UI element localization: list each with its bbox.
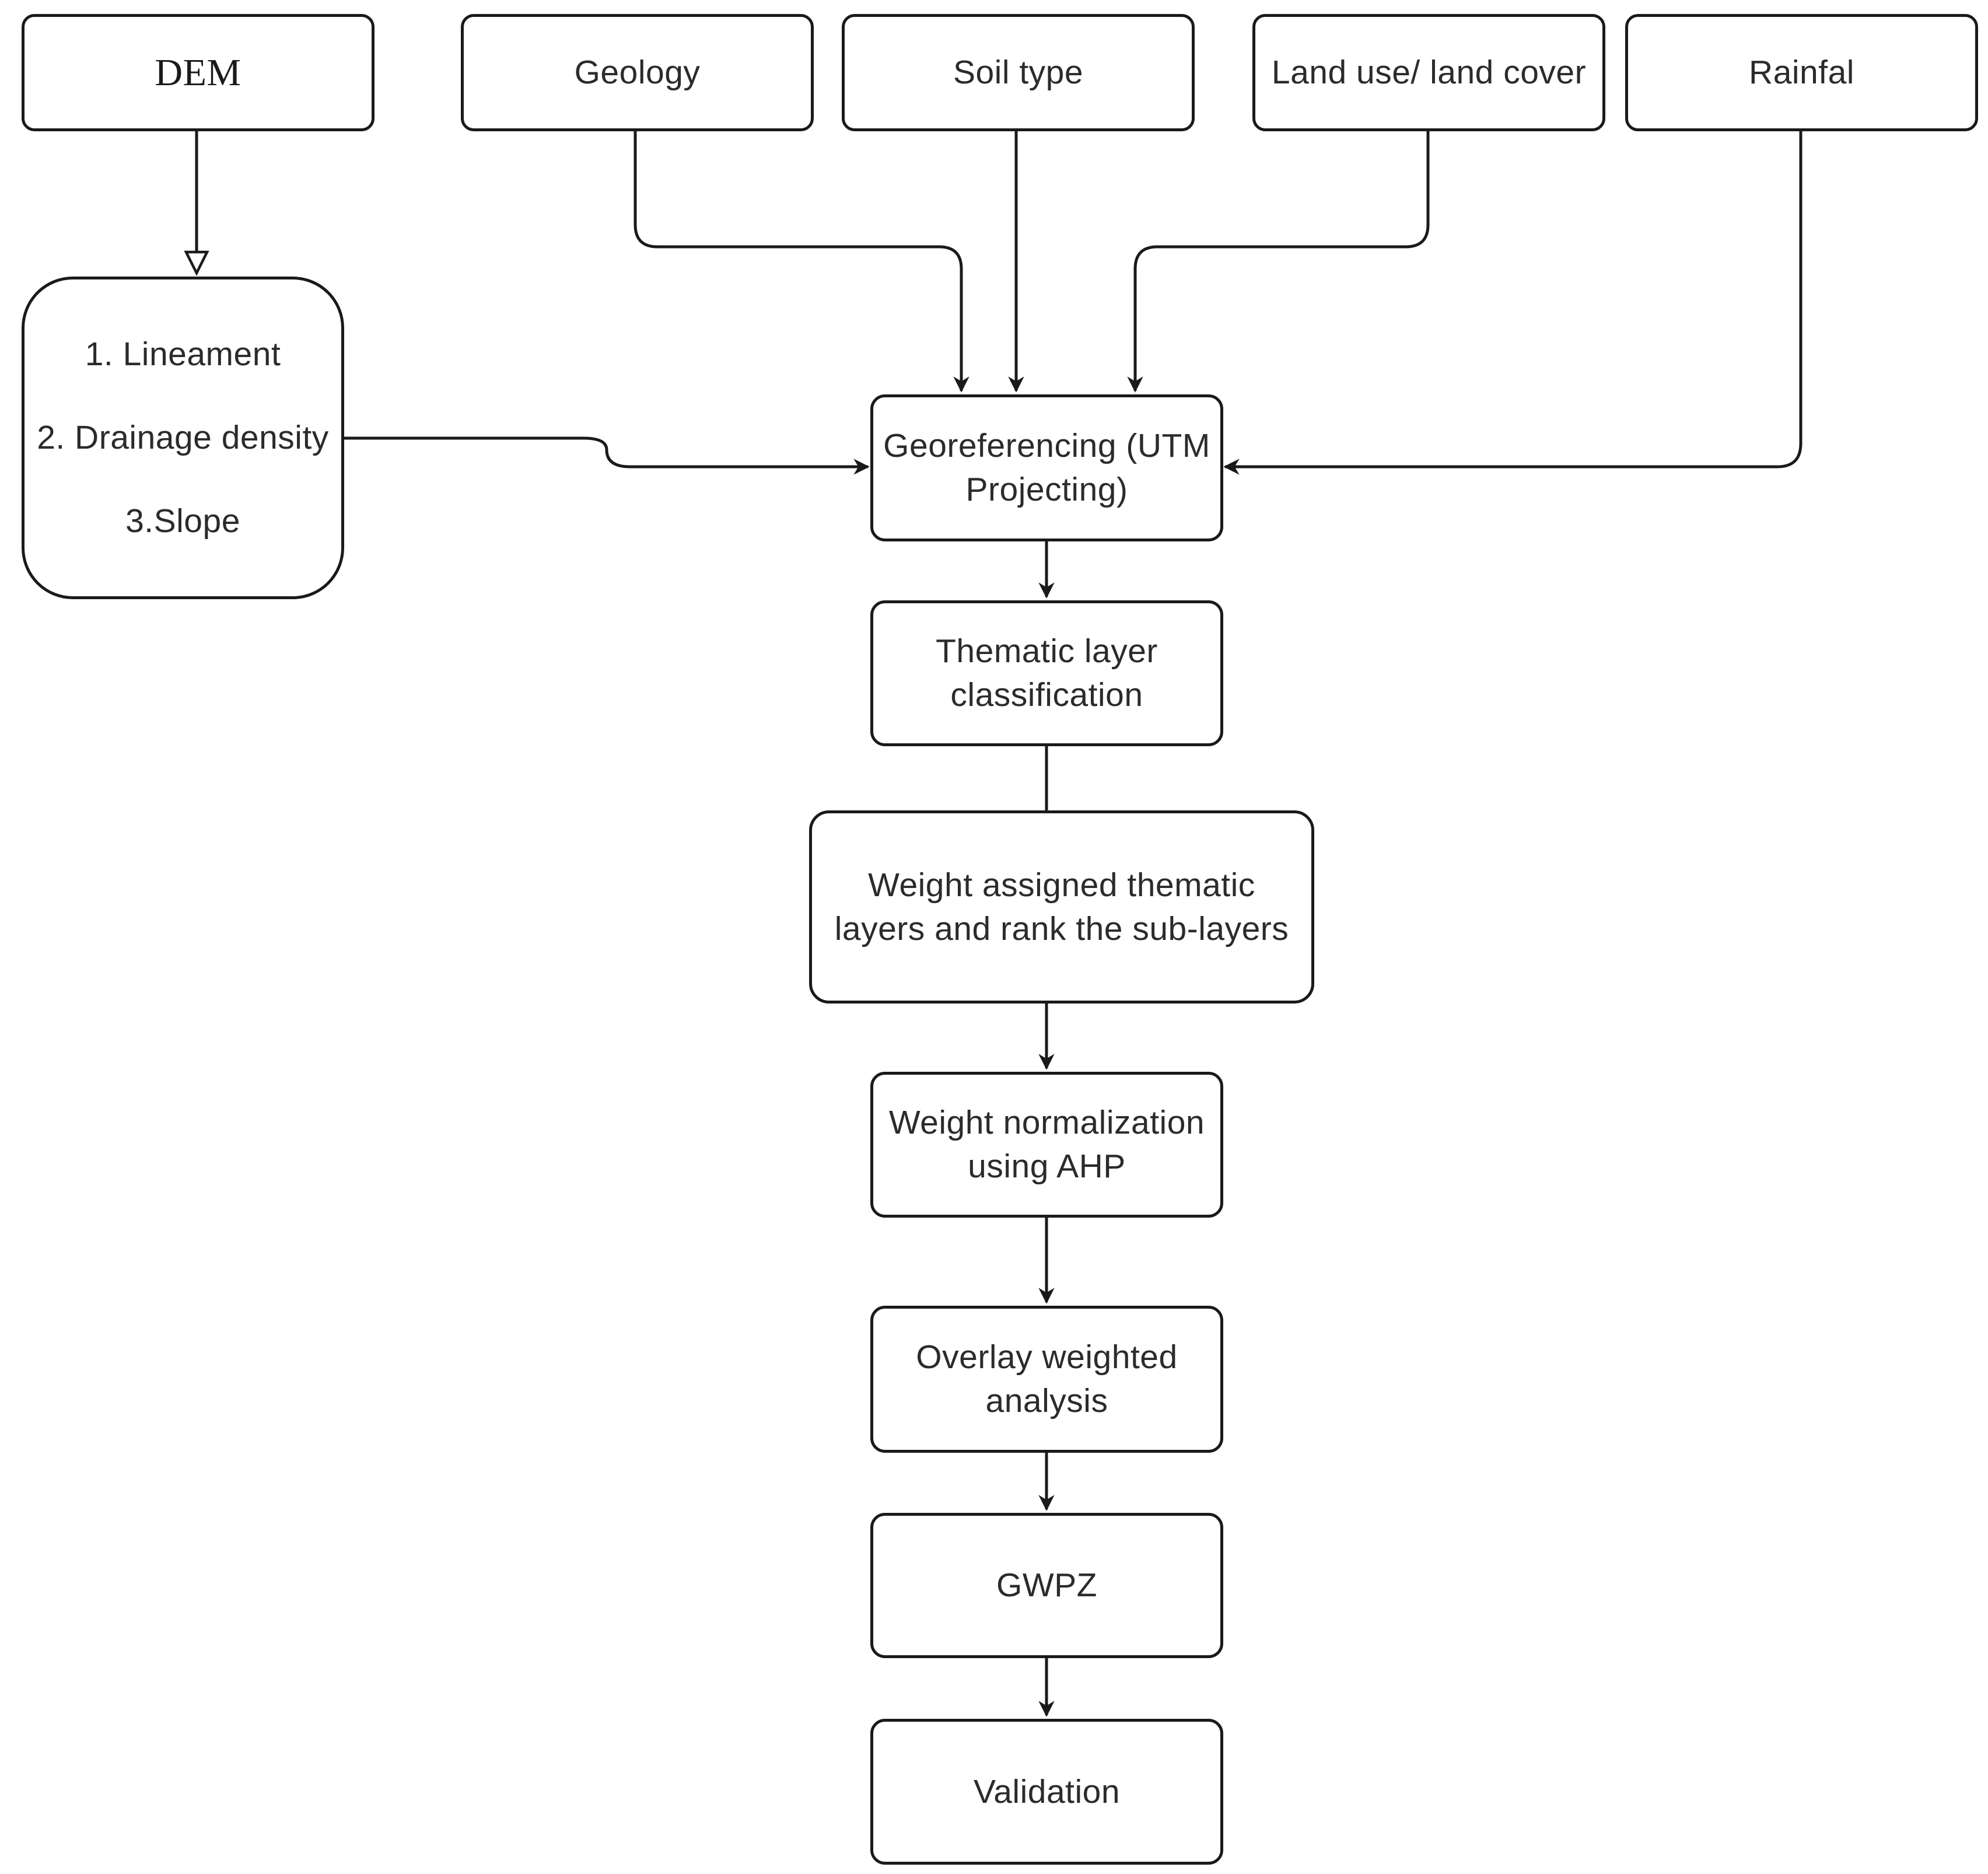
normalization-line-2: using AHP [968, 1148, 1126, 1185]
soil-type-label: Soil type [953, 54, 1084, 91]
weight-line-1: Weight assigned thematic [868, 866, 1255, 904]
geology-label: Geology [574, 54, 701, 91]
georeferencing-line-2: Projecting) [965, 471, 1128, 508]
overlay-analysis-box: Overlay weighted analysis [870, 1306, 1223, 1453]
rainfall-label: Rainfal [1749, 54, 1854, 91]
rainfall-box: Rainfal [1625, 14, 1978, 131]
overlay-line-2: analysis [985, 1382, 1108, 1420]
connector-geology-to-georef [634, 131, 970, 393]
dem-label: DEM [155, 51, 242, 94]
georeferencing-box: Georeferencing (UTM Projecting) [870, 394, 1223, 541]
land-use-box: Land use/ land cover [1252, 14, 1605, 131]
overlay-line-1: Overlay weighted [916, 1338, 1178, 1376]
thematic-classification-box: Thematic layer classification [870, 600, 1223, 746]
drainage-density-item: 2. Drainage density [37, 419, 329, 456]
validation-label: Validation [973, 1772, 1121, 1810]
thematic-line-1: Thematic layer [936, 632, 1158, 670]
validation-box: Validation [870, 1719, 1223, 1865]
weight-assignment-box: Weight assigned thematic layers and rank… [809, 810, 1314, 1004]
geology-box: Geology [461, 14, 814, 131]
gwpz-label: GWPZ [996, 1567, 1097, 1604]
connector-derived-to-georef [344, 436, 870, 475]
dem-box: DEM [22, 14, 374, 131]
lineament-item: 1. Lineament [85, 335, 281, 373]
thematic-line-2: classification [950, 676, 1143, 714]
land-use-label: Land use/ land cover [1271, 54, 1587, 91]
connector-landuse-to-georef [1127, 131, 1430, 393]
dem-derived-box: 1. Lineament 2. Drainage density 3.Slope [22, 277, 344, 599]
weight-normalization-box: Weight normalization using AHP [870, 1072, 1223, 1218]
normalization-line-1: Weight normalization [888, 1104, 1205, 1141]
connector-rainfall-to-georef [1223, 131, 1803, 475]
gwpz-box: GWPZ [870, 1513, 1223, 1658]
georeferencing-line-1: Georeferencing (UTM [883, 427, 1210, 464]
soil-type-box: Soil type [842, 14, 1195, 131]
slope-item: 3.Slope [125, 502, 240, 540]
weight-line-2: layers and rank the sub-layers [834, 910, 1289, 948]
